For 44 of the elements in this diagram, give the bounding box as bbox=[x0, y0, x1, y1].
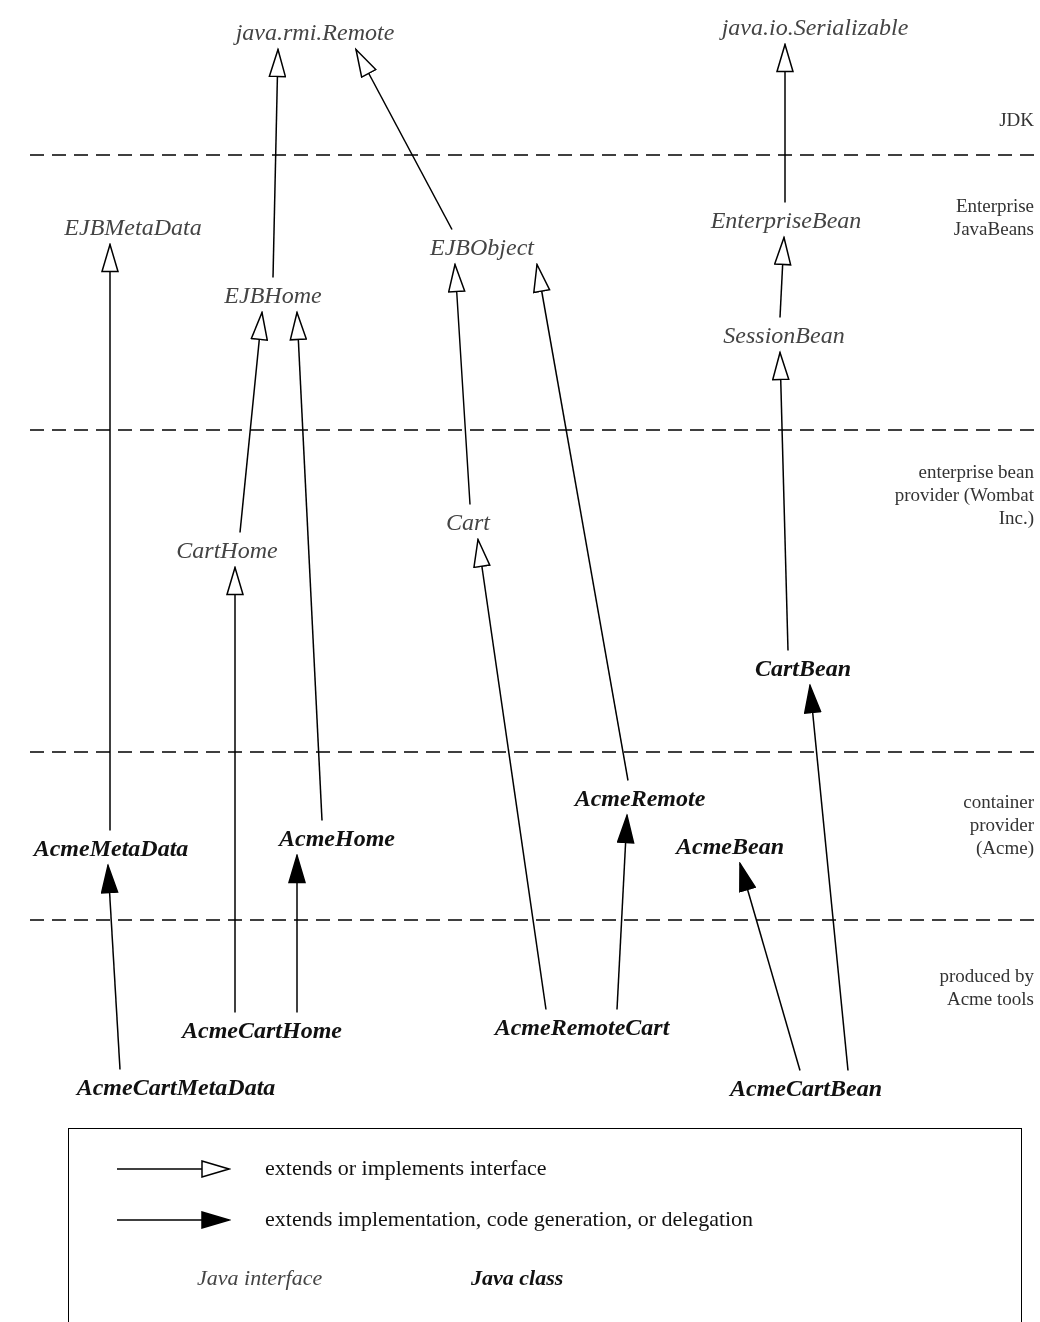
class-name: AcmeMetaData bbox=[33, 834, 189, 862]
inheritance-arrow bbox=[355, 48, 453, 231]
inheritance-arrow bbox=[803, 684, 849, 1072]
class-name: AcmeHome bbox=[279, 824, 395, 852]
inheritance-arrow bbox=[739, 862, 801, 1072]
legend-label: Java interface bbox=[197, 1265, 323, 1291]
inheritance-arrow bbox=[100, 864, 121, 1071]
interface-name: Cart bbox=[446, 508, 490, 536]
inheritance-arrow bbox=[239, 311, 268, 534]
legend-label: extends or implements interface bbox=[265, 1155, 547, 1181]
interface-name: java.rmi.Remote bbox=[235, 18, 395, 46]
interface-name: EJBHome bbox=[224, 281, 322, 309]
interface-name: CartHome bbox=[176, 536, 278, 564]
inheritance-arrow bbox=[776, 43, 794, 204]
inheritance-arrow bbox=[447, 263, 471, 506]
layer-label: enterprise bean provider (Wombat Inc.) bbox=[893, 460, 1034, 529]
layer-label: JDK bbox=[998, 108, 1034, 131]
class-name: AcmeRemoteCart bbox=[494, 1013, 670, 1041]
class-name: AcmeCartMetaData bbox=[76, 1073, 276, 1101]
inheritance-arrow bbox=[268, 48, 287, 279]
layer-label: container provider (Acme) bbox=[962, 790, 1034, 859]
inheritance-arrow bbox=[288, 854, 306, 1014]
class-name: AcmeBean bbox=[676, 832, 784, 860]
inheritance-arrow bbox=[772, 351, 790, 652]
interface-name: java.io.Serializable bbox=[721, 13, 909, 41]
legend-label: Java class bbox=[471, 1265, 564, 1291]
inheritance-arrow bbox=[616, 814, 635, 1011]
class-name: AcmeCartBean bbox=[730, 1074, 882, 1102]
layer-label: produced by Acme tools bbox=[938, 964, 1034, 1010]
inheritance-arrow bbox=[773, 236, 792, 319]
inheritance-arrow bbox=[101, 243, 119, 832]
class-name: AcmeRemote bbox=[574, 784, 706, 812]
interface-name: EJBObject bbox=[430, 233, 534, 261]
interface-name: SessionBean bbox=[723, 321, 845, 349]
interface-name: EJBMetaData bbox=[64, 213, 202, 241]
inheritance-arrow bbox=[473, 538, 547, 1011]
inheritance-arrow bbox=[533, 263, 629, 782]
layer-label: Enterprise JavaBeans bbox=[952, 194, 1034, 240]
legend-label: extends implementation, code generation, or delegation bbox=[265, 1206, 754, 1232]
inheritance-arrow bbox=[289, 311, 323, 822]
class-name: AcmeCartHome bbox=[182, 1016, 342, 1044]
inheritance-arrow bbox=[226, 566, 244, 1014]
interface-name: EnterpriseBean bbox=[710, 206, 862, 234]
class-name: CartBean bbox=[755, 654, 851, 682]
